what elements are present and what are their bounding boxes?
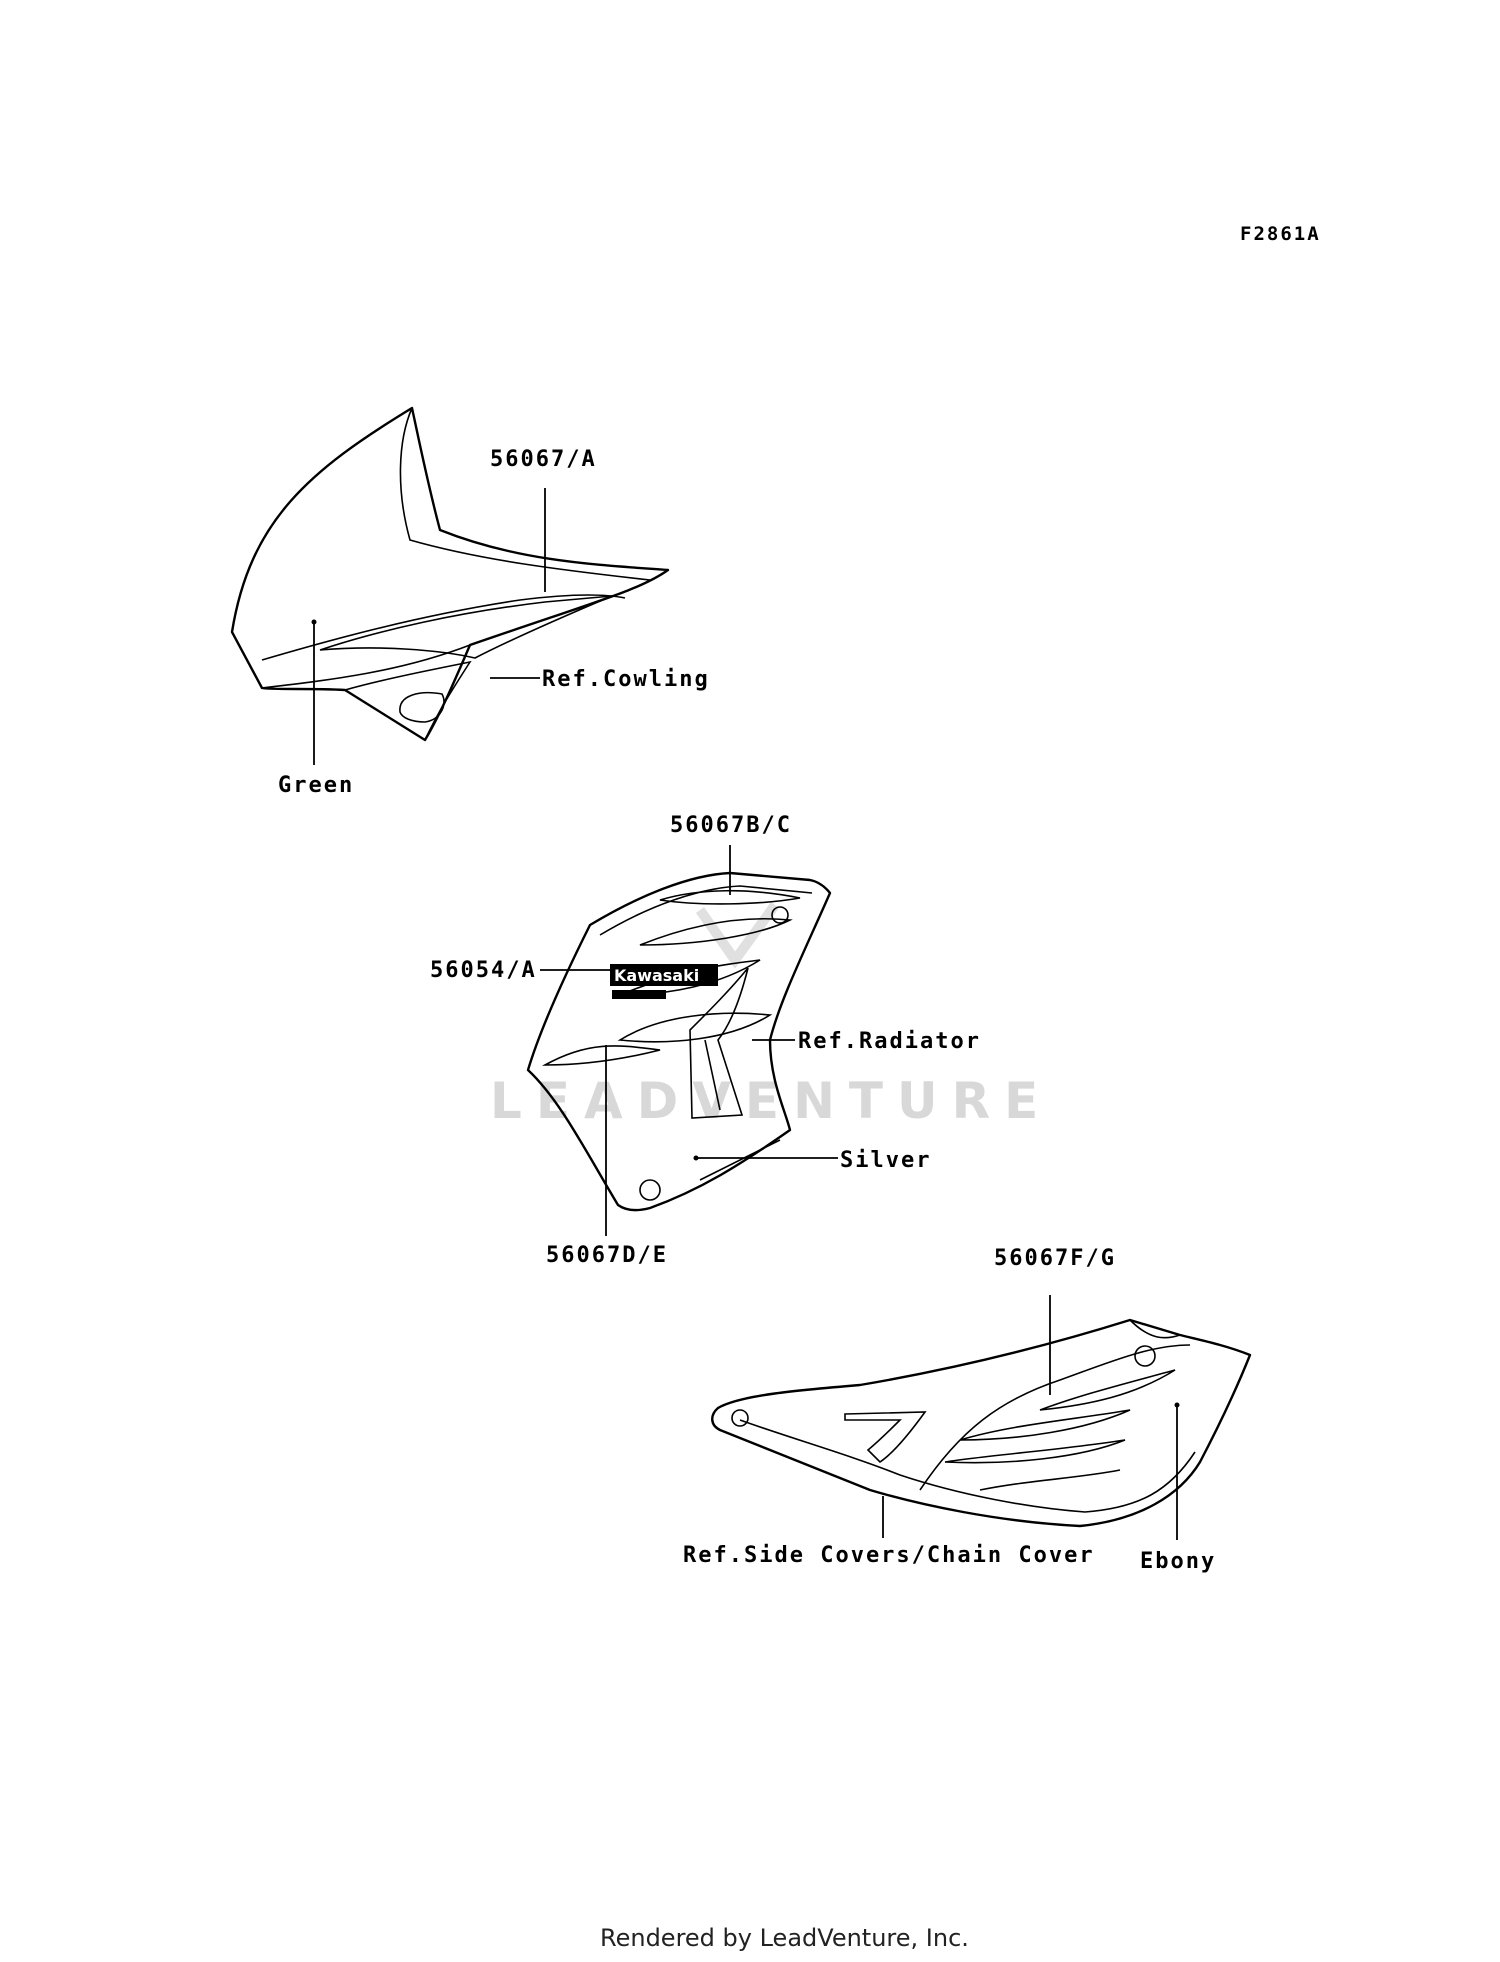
callout-silver: Silver (840, 1148, 931, 1173)
callout-56067-d-e: 56067D/E (546, 1243, 668, 1268)
radiator-shroud-part: Kawasaki (526, 871, 832, 1212)
watermark-text: LEADVENTURE (490, 1072, 1052, 1130)
callout-ref-side-covers: Ref.Side Covers/Chain Cover (683, 1543, 1095, 1568)
footer-credit: Rendered by LeadVenture, Inc. (600, 1924, 969, 1952)
callout-ebony: Ebony (1140, 1549, 1216, 1574)
callout-56054-a: 56054/A (430, 958, 537, 983)
callout-ref-radiator: Ref.Radiator (798, 1029, 981, 1054)
side-cover-part (711, 1318, 1252, 1528)
callout-56067-b-c: 56067B/C (670, 813, 792, 838)
callout-56067-f-g: 56067F/G (994, 1246, 1116, 1271)
callout-56067-a: 56067/A (490, 447, 597, 472)
callout-green: Green (278, 773, 354, 798)
figure-code: F2861A (1240, 223, 1321, 245)
kawasaki-emblem-text: Kawasaki (614, 966, 699, 985)
callout-ref-cowling: Ref.Cowling (542, 667, 710, 692)
watermark: LEADVENTURE (490, 902, 1052, 1130)
cowling-part (230, 406, 670, 742)
kawasaki-emblem: Kawasaki (610, 964, 718, 999)
